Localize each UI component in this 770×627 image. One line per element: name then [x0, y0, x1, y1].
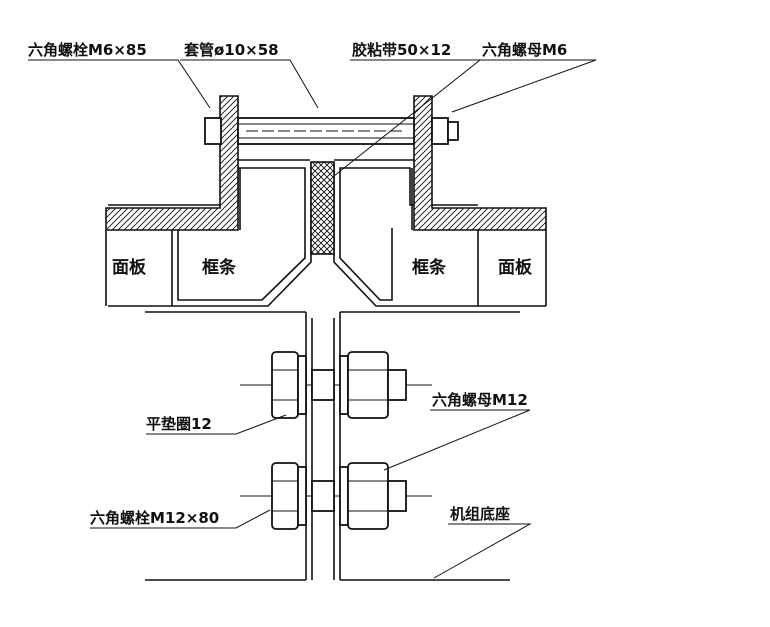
- top-flange-plates: [238, 159, 414, 230]
- label-panel-left: 面板: [112, 257, 147, 278]
- frame-right: [333, 162, 479, 307]
- panel-left-cover: [105, 95, 239, 307]
- bolt-m12-upper: [240, 351, 432, 419]
- label-sleeve: 套管ø10×58: [183, 41, 279, 59]
- label-nut-m6: 六角螺母M6: [482, 41, 567, 59]
- label-tape: 胶粘带50×12: [352, 41, 451, 59]
- label-panel-right: 面板: [498, 257, 533, 278]
- panel-right-cover: [413, 95, 547, 307]
- frame-left: [108, 162, 312, 307]
- bolt-m12-lower: [240, 462, 432, 530]
- label-frame-right: 框条: [412, 257, 447, 278]
- label-base: 机组底座: [450, 505, 510, 523]
- label-bolt-m12: 六角螺栓M12×80: [90, 509, 219, 527]
- adhesive-tape: [310, 161, 335, 255]
- label-bolt-m6: 六角螺栓M6×85: [28, 41, 147, 59]
- leader-lines: [28, 59, 597, 579]
- label-washer: 平垫圈12: [146, 415, 212, 433]
- bolt-m6: [204, 117, 459, 145]
- label-frame-left: 框条: [202, 257, 237, 278]
- base-plates: [145, 311, 520, 581]
- label-nut-m12: 六角螺母M12: [432, 391, 528, 409]
